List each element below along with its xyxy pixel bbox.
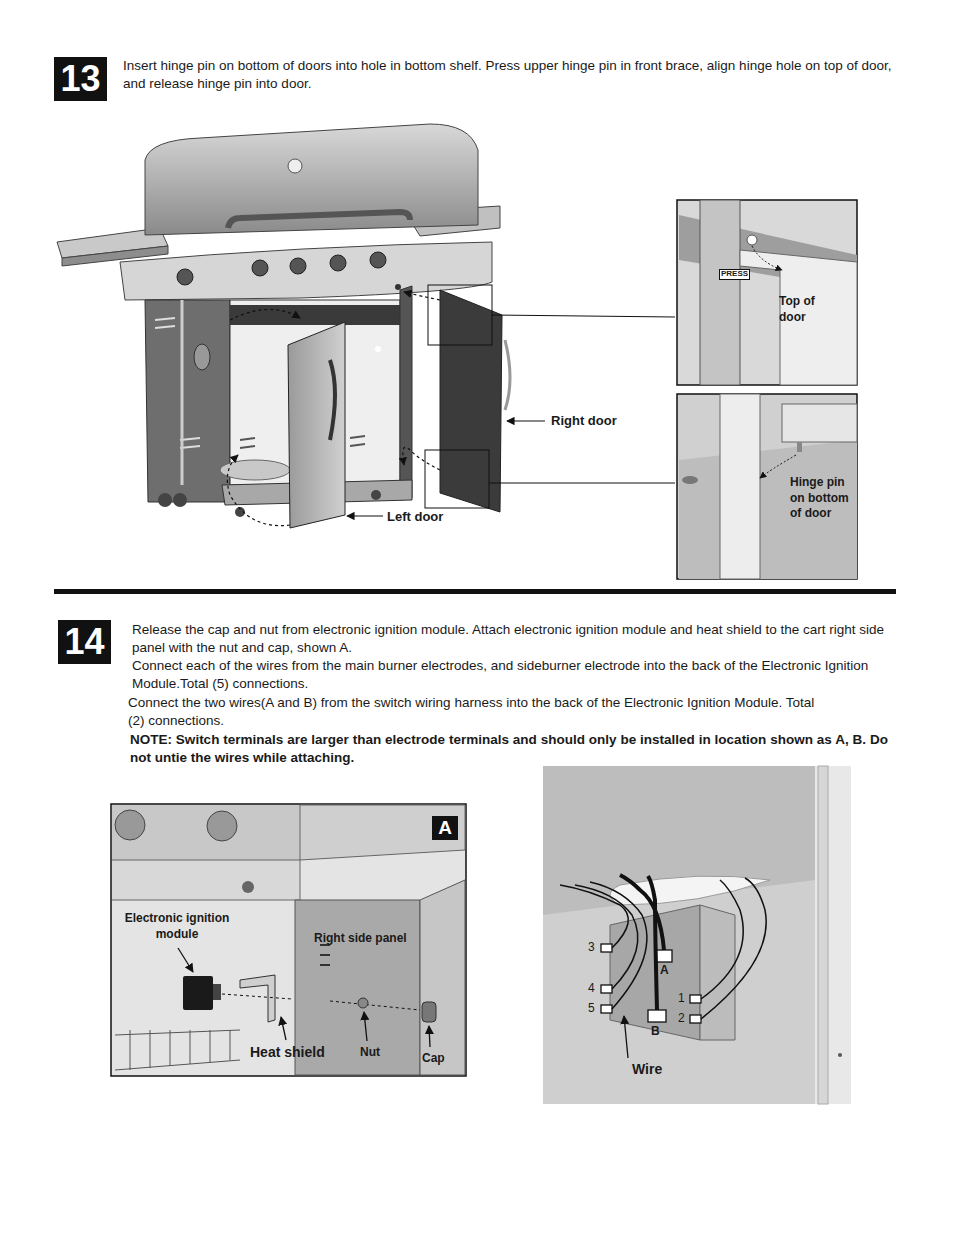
callout-label: Left door bbox=[387, 509, 443, 526]
terminal-number: 1 bbox=[678, 991, 685, 1007]
step-number-text: 14 bbox=[64, 621, 104, 663]
part-label: Wire bbox=[632, 1060, 662, 1078]
press-tag: PRESS bbox=[719, 269, 750, 280]
part-label: Nut bbox=[360, 1045, 380, 1061]
part-label: Electronic ignition module bbox=[118, 911, 236, 942]
inset-top-of-door bbox=[677, 200, 857, 385]
figure-tag-text: A bbox=[438, 817, 452, 839]
instruction-text: Insert hinge pin on bottom of doors into… bbox=[123, 57, 903, 92]
wiring-drawing bbox=[543, 766, 851, 1104]
callout-label: Hinge pin on bottom of door bbox=[790, 475, 856, 522]
grill-drawing bbox=[57, 124, 675, 528]
step-number-text: 13 bbox=[60, 58, 100, 100]
instruction-text: Release the cap and nut from electronic … bbox=[132, 621, 902, 656]
part-label: Right side panel bbox=[314, 931, 407, 947]
step-number: 14 bbox=[58, 620, 111, 664]
callout-label: Top of door bbox=[779, 294, 839, 325]
note-text: NOTE: Switch terminals are larger than e… bbox=[130, 731, 888, 766]
callout-label: Right door bbox=[551, 413, 617, 430]
inset-hinge-pin bbox=[677, 394, 857, 579]
terminal-number: 4 bbox=[588, 981, 595, 997]
terminal-number: 5 bbox=[588, 1001, 595, 1017]
terminal-number: A bbox=[660, 963, 669, 979]
step-number: 13 bbox=[54, 57, 107, 101]
terminal-number: B bbox=[651, 1024, 660, 1040]
inset-a-drawing bbox=[111, 804, 466, 1076]
figure-tag: A bbox=[432, 816, 458, 840]
terminal-number: 3 bbox=[588, 940, 595, 956]
part-label: Cap bbox=[422, 1051, 445, 1067]
instruction-text: Connect each of the wires from the main … bbox=[132, 657, 902, 692]
part-label: Heat shield bbox=[250, 1043, 325, 1061]
divider bbox=[54, 589, 896, 594]
instruction-text: Connect the two wires(A and B) from the … bbox=[128, 694, 828, 729]
terminal-number: 2 bbox=[678, 1011, 685, 1027]
